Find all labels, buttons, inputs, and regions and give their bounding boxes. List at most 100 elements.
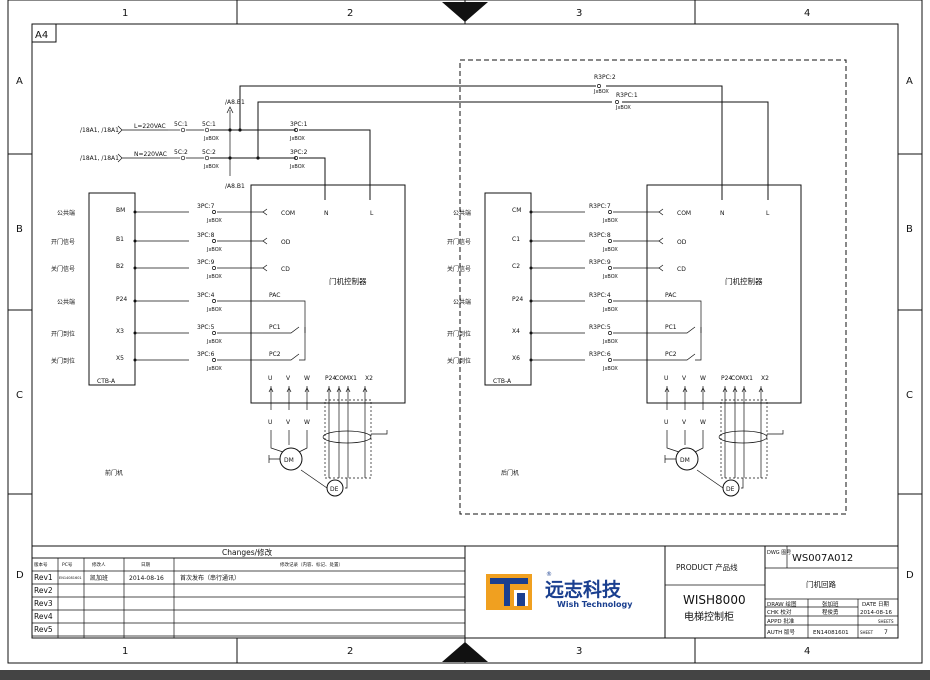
signal-label: 关门信号 — [51, 265, 75, 273]
board-box — [484, 192, 532, 386]
connector-label: 3PC:9 — [197, 259, 215, 266]
encoder-pin: X1 — [349, 375, 357, 382]
output-terminal: U — [268, 375, 272, 382]
rev-desc: 首次发布（串行通讯） — [180, 574, 240, 582]
signal-label: 关门到位 — [447, 357, 471, 365]
rear-n-conn: R3PC:1 — [616, 92, 638, 99]
front-l-conn: 3PC:1 — [290, 121, 308, 128]
jbox-label: JxBOX — [602, 366, 618, 372]
controller-input: OD — [677, 239, 687, 246]
l-refs: /18A1, /18A1 — [80, 127, 119, 134]
encoder-label: DE — [726, 486, 735, 493]
jbox-label: JxBOX — [206, 307, 222, 313]
rev-date: 2014-08-16 — [129, 575, 164, 582]
svg-text:5C:2: 5C:2 — [174, 149, 188, 156]
connector-label: 3PC:7 — [197, 203, 215, 210]
board-pin: B1 — [116, 236, 124, 243]
signal-label: 开门信号 — [51, 238, 75, 246]
motor-phase: W — [304, 419, 310, 426]
controller-box — [646, 184, 802, 404]
zone-labels: 1 2 3 4 1 2 3 4 A B C D A B C D — [16, 8, 914, 657]
rev-id: Rev3 — [34, 599, 53, 608]
col-label-bottom-3: 3 — [576, 646, 582, 657]
svg-text:JxBOX: JxBOX — [289, 136, 305, 142]
col-label-top-1: 1 — [122, 8, 128, 19]
controller-input: OD — [281, 239, 291, 246]
controller-label: 门机控制器 — [329, 276, 367, 286]
controller-input: PC1 — [269, 324, 281, 331]
controller-input: CD — [281, 266, 290, 273]
board-box — [88, 192, 136, 386]
connector-label: R3PC:7 — [589, 203, 611, 210]
connector-label: 3PC:8 — [197, 232, 215, 239]
rev-by: 凯加班 — [90, 574, 108, 582]
encoder-pin: X2 — [365, 375, 373, 382]
power-supply: /18A1, /18A1 /18A1, /18A1 L=220VAC N=220… — [80, 74, 769, 200]
output-terminal: U — [664, 375, 668, 382]
rev-id: Rev2 — [34, 586, 53, 595]
row-label-left-d: D — [16, 570, 24, 581]
svg-text:CHK 校对: CHK 校对 — [767, 608, 792, 616]
svg-text:5C:1: 5C:1 — [202, 121, 216, 128]
row-label-left-a: A — [16, 76, 23, 87]
connector-label: 3PC:4 — [197, 292, 215, 299]
power-in-n: N — [720, 210, 725, 217]
product-name: 电梯控制柜 — [684, 610, 734, 623]
row-label-right-c: C — [906, 390, 913, 401]
logo-en-text: Wish Technology — [557, 600, 633, 609]
power-in-l: L — [766, 210, 770, 217]
row-label-left-b: B — [16, 224, 23, 235]
svg-text:SHEETS: SHEETS — [878, 619, 894, 624]
power-in-l: L — [370, 210, 374, 217]
encoder-pin: P24 — [325, 375, 336, 382]
svg-text:APPD 批准: APPD 批准 — [767, 617, 795, 625]
signal-label: 关门到位 — [51, 357, 75, 365]
changes-title: Changes/修改 — [222, 547, 273, 557]
jbox-label: JxBOX — [602, 274, 618, 280]
col-label-bottom-2: 2 — [347, 646, 353, 657]
signal-label: 公共端 — [57, 209, 75, 217]
connector-label: R3PC:6 — [589, 351, 611, 358]
col-label-top-2: 2 — [347, 8, 353, 19]
svg-text:EN14081601: EN14081601 — [813, 630, 849, 636]
rev-id: Rev4 — [34, 612, 53, 621]
svg-text:JxBOX: JxBOX — [203, 136, 219, 142]
jbox-label: JxBOX — [206, 339, 222, 345]
connector-label: R3PC:5 — [589, 324, 611, 331]
svg-text:2014-08-16: 2014-08-16 — [860, 610, 892, 616]
center-mark-bottom — [442, 642, 488, 662]
controller-input: PAC — [269, 292, 280, 299]
logo-reg: ® — [546, 571, 552, 578]
motor-phase: U — [664, 419, 668, 426]
jbox-label: JxBOX — [206, 247, 222, 253]
controller-input: PAC — [665, 292, 676, 299]
center-mark-top — [442, 2, 488, 22]
svg-text:JxBOX: JxBOX — [615, 105, 631, 111]
svg-text:DRAW 绘图: DRAW 绘图 — [767, 600, 797, 608]
connector-label: 3PC:5 — [197, 324, 215, 331]
encoder-pin: COM — [335, 375, 349, 382]
rev-header: 版本号 — [34, 561, 48, 568]
jbox-label: JxBOX — [602, 218, 618, 224]
jbox-label: JxBOX — [602, 339, 618, 345]
col-label-top-4: 4 — [804, 8, 810, 19]
product-model: WISH8000 — [683, 593, 746, 607]
row-label-right-a: A — [906, 76, 913, 87]
motor-phase: V — [682, 419, 687, 426]
l-voltage: L=220VAC — [134, 123, 166, 130]
n-refs: /18A1, /18A1 — [80, 155, 119, 162]
signal-label: 关门信号 — [447, 265, 471, 273]
board-pin: P24 — [116, 296, 127, 303]
n-voltage: N=220VAC — [134, 151, 167, 158]
bottom-strip — [0, 670, 930, 680]
encoder-pin: X2 — [761, 375, 769, 382]
motor-label: DM — [284, 457, 294, 464]
rev-header: PC号 — [62, 562, 73, 568]
jbox-label: JxBOX — [206, 366, 222, 372]
svg-text:7: 7 — [884, 629, 888, 636]
connector-label: R3PC:8 — [589, 232, 611, 239]
board-pin: C2 — [512, 263, 520, 270]
